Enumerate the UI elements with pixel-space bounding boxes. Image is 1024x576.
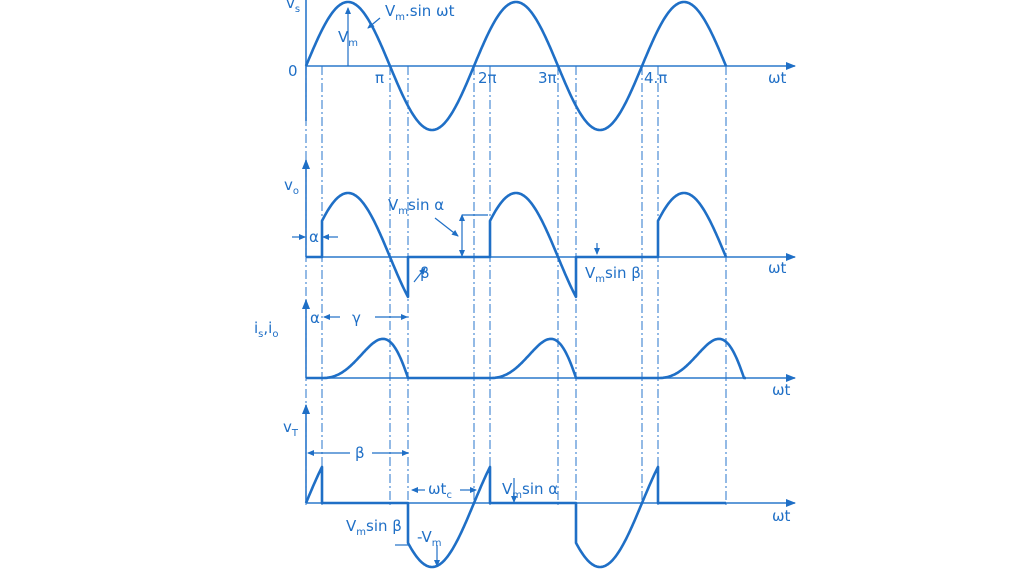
vo-vmsina-label: Vmsin α (388, 196, 444, 217)
i-alpha-label: α (310, 309, 320, 327)
waveforms (304, 0, 746, 569)
vt-beta-label: β (355, 444, 365, 462)
origin-label: 0 (288, 62, 298, 80)
annotations: vs Vm.sin ωt Vm 0 π 2π 3π 4.π ωt vo Vmsi… (254, 0, 791, 567)
vt-wtc-label: ωtc (428, 480, 452, 501)
vo-axis-label: vo (284, 176, 299, 197)
beta-pointer (413, 267, 426, 283)
vs-curve-label: Vm.sin ωt (385, 2, 455, 23)
vo-beta-label: β (420, 264, 430, 282)
current-wave (306, 337, 746, 380)
vo-wave (306, 191, 728, 299)
vo-vmsinb-label: Vmsin β (585, 264, 641, 285)
vt-axis-label: vT (283, 418, 299, 439)
vo-x-label: ωt (768, 259, 787, 277)
vo-alpha-label: α (309, 228, 319, 246)
projection-lines (305, 66, 727, 505)
tick-2pi: 2π (478, 69, 497, 87)
i-gamma-label: γ (352, 309, 361, 327)
vt-vmsinb-label: Vmsin β (346, 517, 402, 538)
tick-3pi: 3π (538, 69, 557, 87)
tick-pi: π (375, 69, 384, 87)
vt-wave (304, 465, 726, 569)
vs-x-label: ωt (768, 69, 787, 87)
vm-label: Vm (338, 28, 358, 49)
vs-axis-label: vs (286, 0, 300, 15)
i-x-label: ωt (772, 381, 791, 399)
vt-vmsina-label: Vmsin α (502, 480, 558, 501)
vt-neg-vm-label: -Vm (417, 528, 442, 549)
vmsina-pointer (434, 217, 459, 237)
curve-pointer (367, 17, 381, 29)
tick-4pi: 4.π (644, 69, 667, 87)
vs-sine-wave (304, 0, 728, 132)
i-axis-label: is,io (254, 319, 278, 340)
vt-x-label: ωt (772, 507, 791, 525)
